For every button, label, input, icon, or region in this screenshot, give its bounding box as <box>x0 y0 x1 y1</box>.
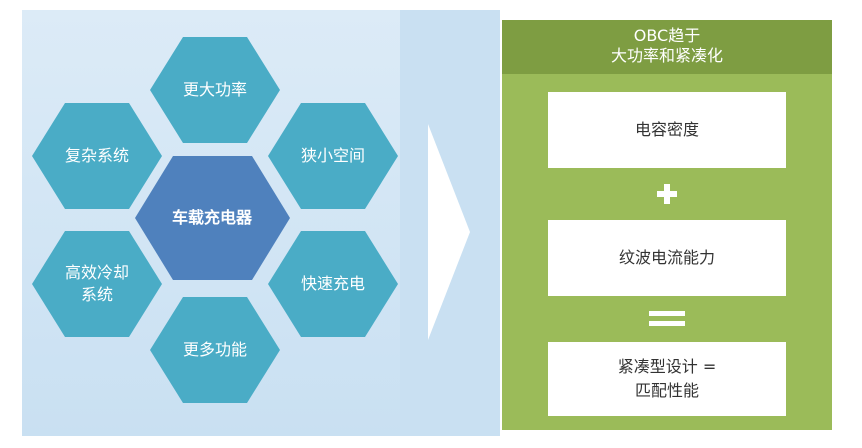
right-panel: OBC趋于 大功率和紧凑化 电容密度 纹波电流能力 紧凑型设计 = 匹配性能 <box>502 20 832 430</box>
right-title-line1: OBC趋于 <box>633 26 701 45</box>
box2-label: 纹波电流能力 <box>618 248 715 267</box>
hex-center-label: 车载充电器 <box>171 208 253 227</box>
hex-bottom-label: 更多功能 <box>182 340 248 359</box>
hex-bottom-left <box>32 231 162 337</box>
hex-top-left <box>32 103 162 209</box>
plus-icon <box>657 184 677 204</box>
box-capacitance-density: 电容密度 <box>548 92 786 168</box>
right-title-line2: 大功率和紧凑化 <box>610 46 723 65</box>
box-compact-design: 紧凑型设计 = 匹配性能 <box>548 342 786 416</box>
hex-bottom-right-label: 快速充电 <box>300 274 366 293</box>
hex-top-right-label: 狭小空间 <box>300 146 366 165</box>
hex-center <box>135 156 290 280</box>
hex-bottom <box>150 297 280 403</box>
box3-line1: 紧凑型设计 = <box>617 357 717 376</box>
hex-top-left-label: 复杂系统 <box>64 146 130 165</box>
hex-top-right <box>268 103 398 209</box>
box1-label: 电容密度 <box>634 120 699 139</box>
box3-line2: 匹配性能 <box>634 381 699 400</box>
right-header: OBC趋于 大功率和紧凑化 <box>502 20 832 74</box>
hex-bottom-left-label: 高效冷却 系统 <box>65 262 129 306</box>
hex-top-label: 更大功率 <box>182 80 248 99</box>
hex-bottom-left-line2: 系统 <box>80 285 114 304</box>
hex-bottom-left-line1: 高效冷却 <box>64 263 130 282</box>
right-arrow-shape <box>428 124 470 340</box>
hex-top <box>150 37 280 143</box>
box-ripple-current: 纹波电流能力 <box>548 220 786 296</box>
hex-bottom-right <box>268 231 398 337</box>
equals-icon <box>649 311 685 327</box>
